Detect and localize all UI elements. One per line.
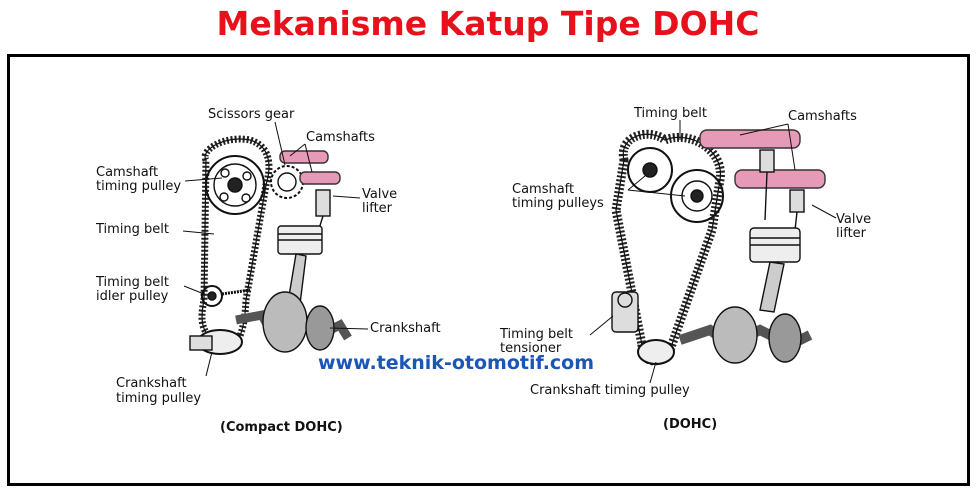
label-camshaft-timing-pulleys-line2: timing pulleys — [512, 196, 604, 211]
label-right-valve-lifter-line2: lifter — [836, 226, 867, 241]
caption-compact-dohc: (Compact DOHC) — [220, 420, 343, 435]
compact-dohc-illustration — [189, 135, 352, 355]
watermark-url: www.teknik-otomotif.com — [318, 352, 595, 374]
label-left-crankshaft: Crankshaft — [370, 321, 441, 336]
label-left-crankshaft-pulley-line2: timing pulley — [116, 391, 202, 406]
label-camshaft-timing-pulley-line1: Camshaft — [96, 165, 159, 180]
label-right-crankshaft-timing-pulley: Crankshaft timing pulley — [530, 383, 690, 398]
label-left-crankshaft-pulley-line1: Crankshaft — [116, 376, 187, 391]
label-scissors-gear: Scissors gear — [208, 107, 295, 122]
diagram-frame — [7, 54, 970, 486]
label-idler-pulley-line1: Timing belt — [96, 275, 170, 290]
label-right-valve-lifter-line1: Valve — [836, 212, 872, 227]
left-camshaft-pulley — [205, 155, 265, 215]
right-camshaft-lower — [734, 169, 826, 189]
dohc-illustration — [611, 129, 826, 366]
label-tensioner-line2: tensioner — [500, 341, 562, 356]
scissors-gear — [270, 165, 304, 199]
label-left-valve-lifter-line2: lifter — [362, 201, 393, 216]
left-camshaft-upper — [279, 150, 329, 164]
idler-pulley — [201, 285, 223, 307]
label-right-camshafts: Camshafts — [788, 109, 857, 124]
label-idler-pulley-line2: idler pulley — [96, 289, 169, 304]
leader-lines — [182, 120, 837, 384]
label-right-timing-belt: Timing belt — [634, 106, 708, 121]
right-camshaft-upper — [699, 129, 801, 149]
label-tensioner-line1: Timing belt — [500, 327, 574, 342]
label-left-timing-belt: Timing belt — [96, 222, 170, 237]
tensioner — [611, 291, 639, 333]
label-left-valve-lifter-line1: Valve — [362, 187, 398, 202]
label-camshaft-timing-pulleys-line1: Camshaft — [512, 182, 575, 197]
caption-dohc: (DOHC) — [663, 417, 718, 432]
label-left-camshafts: Camshafts — [306, 130, 375, 145]
page-title: Mekanisme Katup Tipe DOHC — [216, 4, 760, 43]
right-crankshaft-pulley — [637, 339, 675, 365]
right-camshaft-pulley-2 — [670, 169, 724, 223]
label-camshaft-timing-pulley-line2: timing pulley — [96, 179, 182, 194]
left-camshaft-lower — [299, 171, 341, 185]
